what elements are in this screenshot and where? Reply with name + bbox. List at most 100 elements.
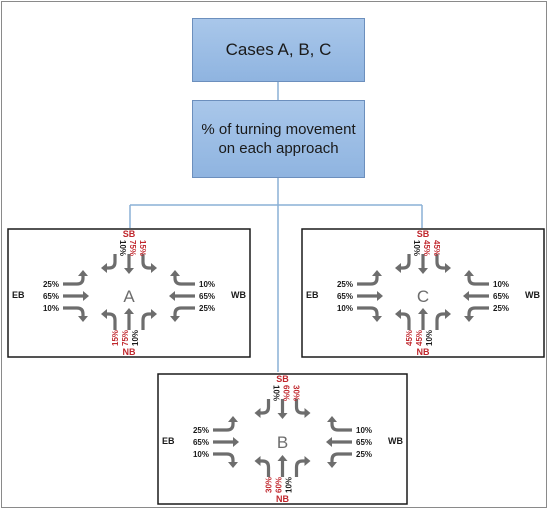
nb-right-arrow-head (445, 309, 451, 319)
sb-left-arrow-head (151, 263, 157, 273)
sb-percent: 75% (128, 240, 137, 256)
eb-right-arrow-head (372, 316, 382, 322)
eb-left-arrow-head (372, 270, 382, 276)
sb-left-arrow-head (304, 408, 311, 418)
case-letter: B (277, 433, 288, 452)
nb-percent: 45% (415, 330, 424, 346)
wb-percent: 25% (356, 450, 372, 459)
wb-left-arrow (173, 306, 195, 316)
nb-right-arrow (435, 312, 445, 330)
sb-percent: 10% (118, 240, 127, 256)
cases-box-label: Cases A, B, C (225, 40, 332, 59)
wb-percent: 10% (356, 426, 372, 435)
approach-label-wb: WB (525, 290, 540, 300)
sb-left-arrow (294, 399, 305, 415)
wb-left-arrow-head (327, 462, 337, 468)
sb-right-arrow-head (395, 263, 401, 273)
sb-through-arrow-head (277, 413, 288, 419)
wb-right-arrow (330, 422, 352, 432)
approach-label-nb: NB (123, 347, 136, 357)
sb-through-arrow-head (418, 268, 428, 274)
sb-left-arrow-head (445, 263, 451, 273)
wb-left-arrow-head (464, 316, 474, 322)
nb-right-arrow (141, 312, 151, 330)
nb-right-arrow-head (304, 456, 311, 466)
sb-percent: 10% (412, 240, 421, 256)
eb-right-arrow-head (78, 316, 88, 322)
nb-left-arrow-head (101, 309, 107, 319)
wb-right-arrow (173, 276, 195, 286)
approach-label-sb: SB (123, 229, 136, 239)
nb-left-arrow-head (395, 309, 401, 319)
eb-right-arrow (357, 306, 379, 316)
wb-right-arrow (467, 276, 489, 286)
eb-percent: 25% (193, 426, 209, 435)
sb-percent: 45% (422, 240, 431, 256)
panel-border (301, 228, 545, 358)
sb-percent: 30% (292, 385, 301, 401)
wb-right-arrow-head (464, 270, 474, 276)
nb-percent: 10% (131, 330, 140, 346)
nb-percent: 10% (285, 477, 294, 493)
approach-label-wb: WB (388, 436, 403, 446)
nb-right-arrow-head (151, 309, 157, 319)
eb-through-arrow-head (83, 291, 89, 301)
sb-right-arrow-head (254, 408, 261, 418)
panel-border (157, 373, 408, 505)
eb-left-arrow (63, 276, 85, 286)
nb-through-arrow-head (277, 455, 288, 461)
nb-left-arrow (260, 459, 271, 477)
case-letter: A (123, 287, 135, 306)
sb-right-arrow (260, 399, 271, 415)
wb-right-arrow-head (327, 416, 337, 422)
eb-right-arrow (63, 306, 85, 316)
nb-left-arrow (401, 312, 411, 330)
nb-left-arrow-head (254, 456, 261, 466)
eb-percent: 65% (193, 438, 209, 447)
sb-percent: 60% (282, 385, 291, 401)
cases-box: Cases A, B, C (192, 18, 365, 82)
eb-left-arrow-head (228, 416, 238, 422)
turning-movement-box: % of turning movement on each approach (192, 100, 365, 178)
approach-label-eb: EB (306, 290, 319, 300)
panel-border (7, 228, 251, 358)
sb-percent: 45% (432, 240, 441, 256)
nb-percent: 15% (111, 330, 120, 346)
sb-left-arrow (435, 254, 445, 270)
eb-percent: 10% (193, 450, 209, 459)
nb-percent: 45% (405, 330, 414, 346)
nb-percent: 30% (265, 477, 274, 493)
eb-left-arrow (357, 276, 379, 286)
nb-percent: 10% (425, 330, 434, 346)
sb-percent: 10% (272, 385, 281, 401)
wb-left-arrow-head (170, 316, 180, 322)
wb-through-arrow-head (326, 437, 332, 447)
nb-through-arrow-head (418, 308, 428, 314)
nb-right-arrow (294, 459, 305, 477)
eb-right-arrow-head (228, 462, 238, 468)
approach-label-nb: NB (276, 494, 289, 504)
wb-percent: 65% (199, 292, 215, 301)
wb-left-arrow (467, 306, 489, 316)
wb-percent: 25% (199, 304, 215, 313)
wb-through-arrow-head (463, 291, 469, 301)
eb-percent: 10% (43, 304, 59, 313)
eb-percent: 10% (337, 304, 353, 313)
eb-percent: 25% (337, 280, 353, 289)
wb-percent: 10% (493, 280, 509, 289)
sb-left-arrow (141, 254, 151, 270)
approach-label-sb: SB (276, 374, 289, 384)
nb-percent: 60% (275, 477, 284, 493)
eb-left-arrow-head (78, 270, 88, 276)
eb-through-arrow-head (377, 291, 383, 301)
wb-percent: 65% (493, 292, 509, 301)
sb-right-arrow (401, 254, 411, 270)
turning-movement-box-label: % of turning movement on each approach (201, 121, 356, 157)
wb-left-arrow (330, 452, 352, 462)
wb-percent: 65% (356, 438, 372, 447)
eb-percent: 65% (337, 292, 353, 301)
approach-label-nb: NB (417, 347, 430, 357)
